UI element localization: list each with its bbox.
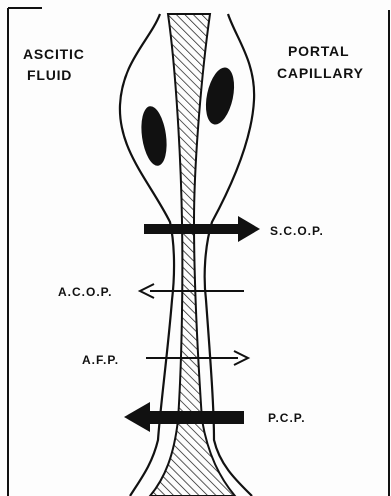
force-label-acop: A.C.O.P. bbox=[58, 286, 112, 298]
force-label-scop: S.C.O.P. bbox=[270, 225, 324, 237]
force-label-afp: A.F.P. bbox=[82, 354, 119, 366]
force-label-pcp: P.C.P. bbox=[268, 412, 306, 424]
region-label-right-1: PORTAL bbox=[288, 44, 349, 58]
right-cell-nucleus bbox=[201, 65, 238, 127]
region-label-right-2: CAPILLARY bbox=[277, 66, 364, 80]
region-label-left-1: ASCITIC bbox=[23, 47, 85, 61]
arrow-scop bbox=[144, 216, 260, 242]
region-label-left-2: FLUID bbox=[27, 68, 72, 82]
left-cell-nucleus bbox=[138, 105, 170, 168]
